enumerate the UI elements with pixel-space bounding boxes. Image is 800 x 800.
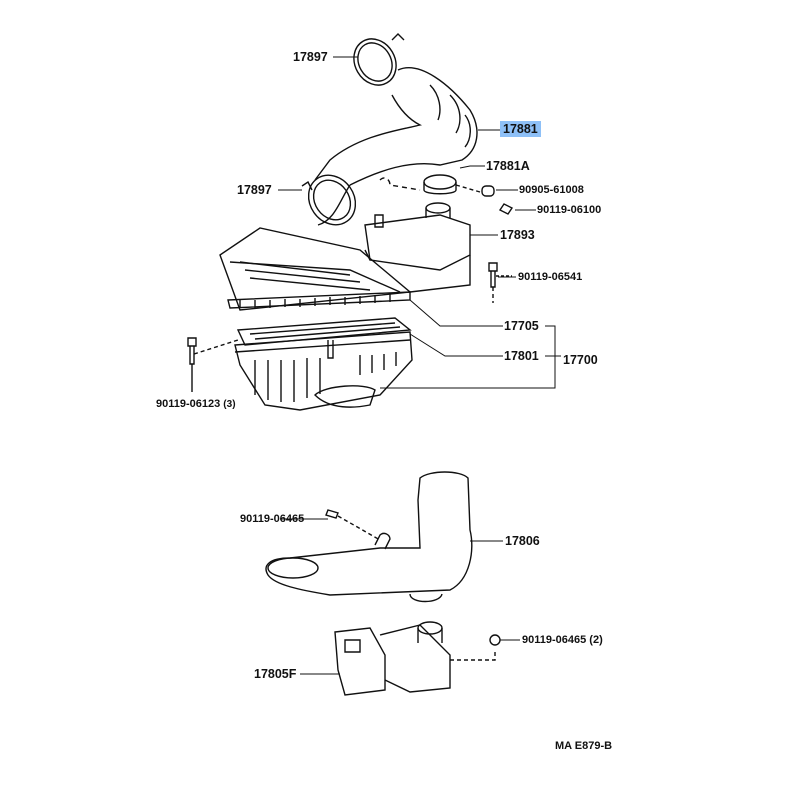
leader-lines [278,56,561,675]
filter-element [236,317,412,346]
label-17893: 17893 [500,228,535,242]
lower-clamp [301,174,357,226]
diagram-code: MA E879-B [555,740,613,752]
air-cleaner-cap [219,227,471,311]
label-17705: 17705 [504,319,539,333]
label-17897-upper: 17897 [293,50,328,64]
small-hose-and-fittings [379,174,514,215]
label-90119-06465: 90119-06465 [240,513,305,525]
label-90119-06465-2: 90119-06465 (2) [522,633,603,647]
label-90119-06541: 90119-06541 [518,271,583,283]
bracket [334,621,501,696]
quantity: (2) [589,634,603,646]
air-inlet-duct [265,471,473,603]
label-17881-highlighted[interactable]: 17881 [500,121,541,137]
intake-hose [314,67,478,226]
bolts [187,262,512,392]
label-90119-06100: 90119-06100 [537,204,602,216]
label-17801: 17801 [504,349,539,363]
quantity: (3) [223,399,236,410]
part-number: 90119-06465 [522,634,587,646]
part-number: 90119-06123 [156,398,221,410]
label-17806: 17806 [505,534,540,548]
label-17881a: 17881A [486,159,530,173]
air-cleaner-case [234,331,413,411]
resonator [364,202,471,271]
label-17805f: 17805F [254,667,297,681]
upper-clamp [353,33,405,86]
label-17700: 17700 [563,353,598,367]
label-17897-lower: 17897 [237,183,272,197]
label-90119-06123: 90119-06123 (3) [156,397,236,412]
label-90905-61008: 90905-61008 [519,184,584,196]
